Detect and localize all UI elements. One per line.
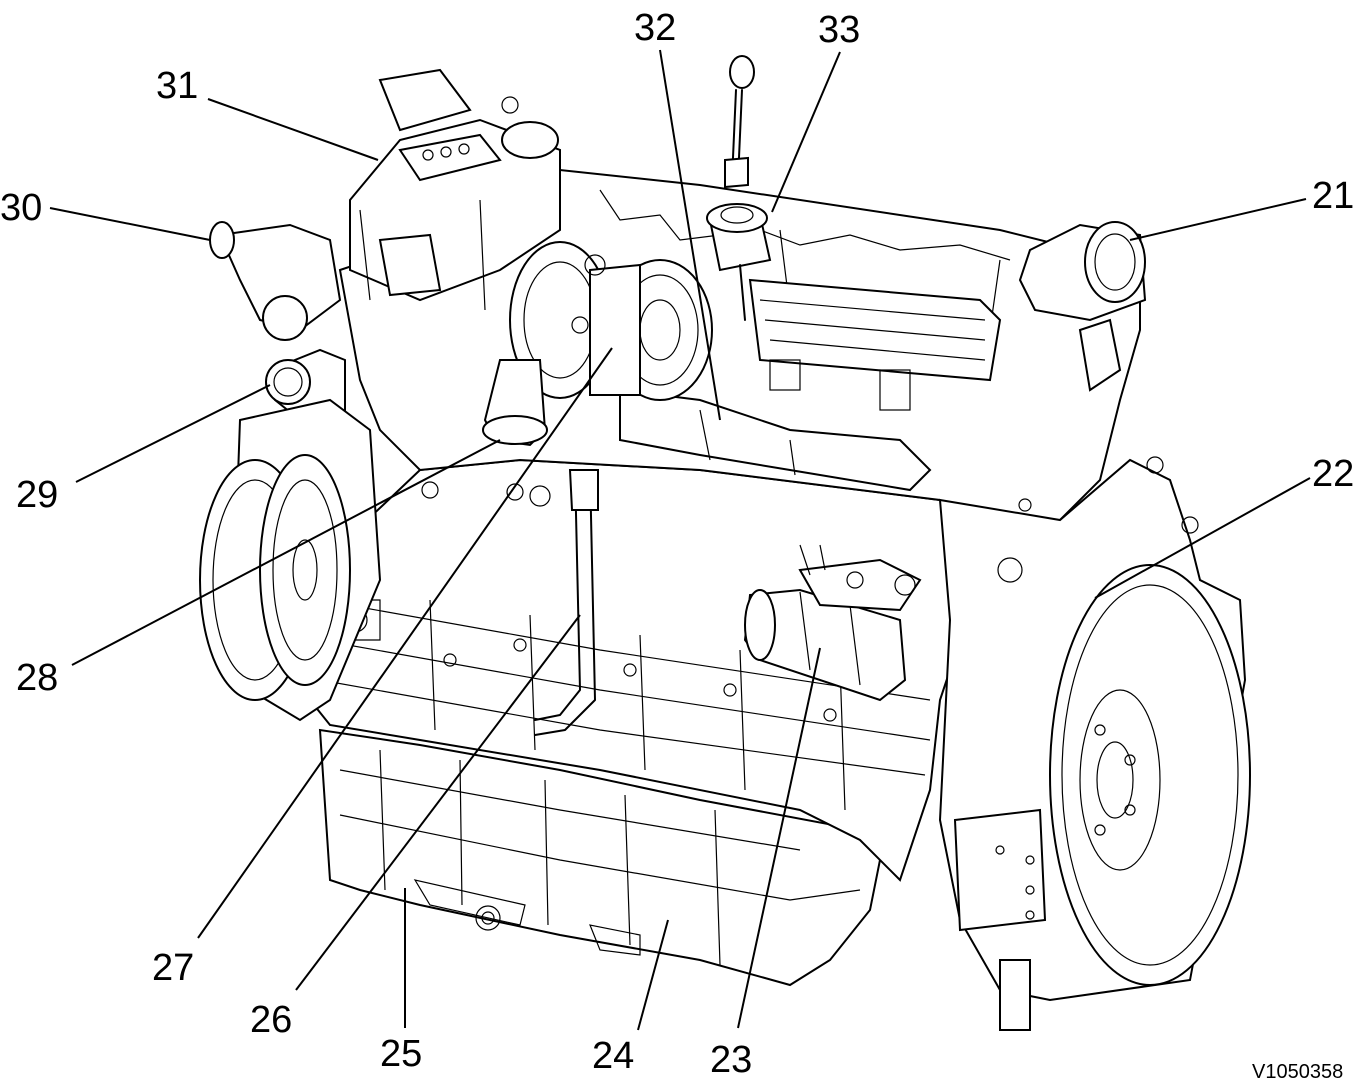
oil-dipstick: [724, 55, 755, 189]
oil-return-pipe: [534, 469, 581, 721]
callout-23: 23: [710, 1039, 752, 1081]
callout-33: 33: [818, 9, 860, 51]
leader-29: [75, 384, 271, 483]
callout-29: 29: [16, 474, 58, 516]
callout-26: 26: [250, 999, 292, 1041]
callout-24: 24: [592, 1035, 634, 1077]
leader-31: [207, 98, 379, 161]
starter-motor: [743, 544, 922, 702]
callout-27: 27: [152, 947, 194, 989]
callout-28: 28: [16, 657, 58, 699]
engine-mount: [953, 808, 1047, 932]
callout-32: 32: [634, 7, 676, 49]
leader-28: [71, 439, 501, 666]
leader-23: [737, 647, 821, 1029]
leader-30: [49, 207, 211, 241]
wastegate-actuator: [706, 203, 772, 321]
callout-labels: 21 22 23 24 25 26 27 28 29 30 31 32 33: [0, 7, 1354, 1081]
callout-30: 30: [0, 187, 42, 229]
egr-valve: [349, 68, 561, 311]
callout-22: 22: [1312, 453, 1354, 495]
callout-31: 31: [156, 65, 198, 107]
leader-32: [659, 49, 721, 421]
flywheel: [1049, 564, 1251, 986]
leader-24: [637, 919, 669, 1031]
coolant-outlet: [209, 221, 342, 341]
leader-21: [1129, 198, 1307, 241]
leader-22: [1094, 477, 1311, 599]
engine-illustration: [199, 55, 1251, 1031]
leader-lines: [49, 49, 1311, 1031]
crankcase-breather: [1018, 221, 1147, 392]
document-id: V1050358: [1252, 1061, 1343, 1083]
leader-33: [771, 51, 841, 213]
callout-21: 21: [1312, 175, 1354, 217]
exhaust-manifold: [619, 388, 932, 492]
callout-25: 25: [380, 1033, 422, 1075]
leader-26: [295, 614, 581, 991]
leader-27: [197, 347, 613, 939]
crankshaft-pulley: [199, 398, 382, 722]
